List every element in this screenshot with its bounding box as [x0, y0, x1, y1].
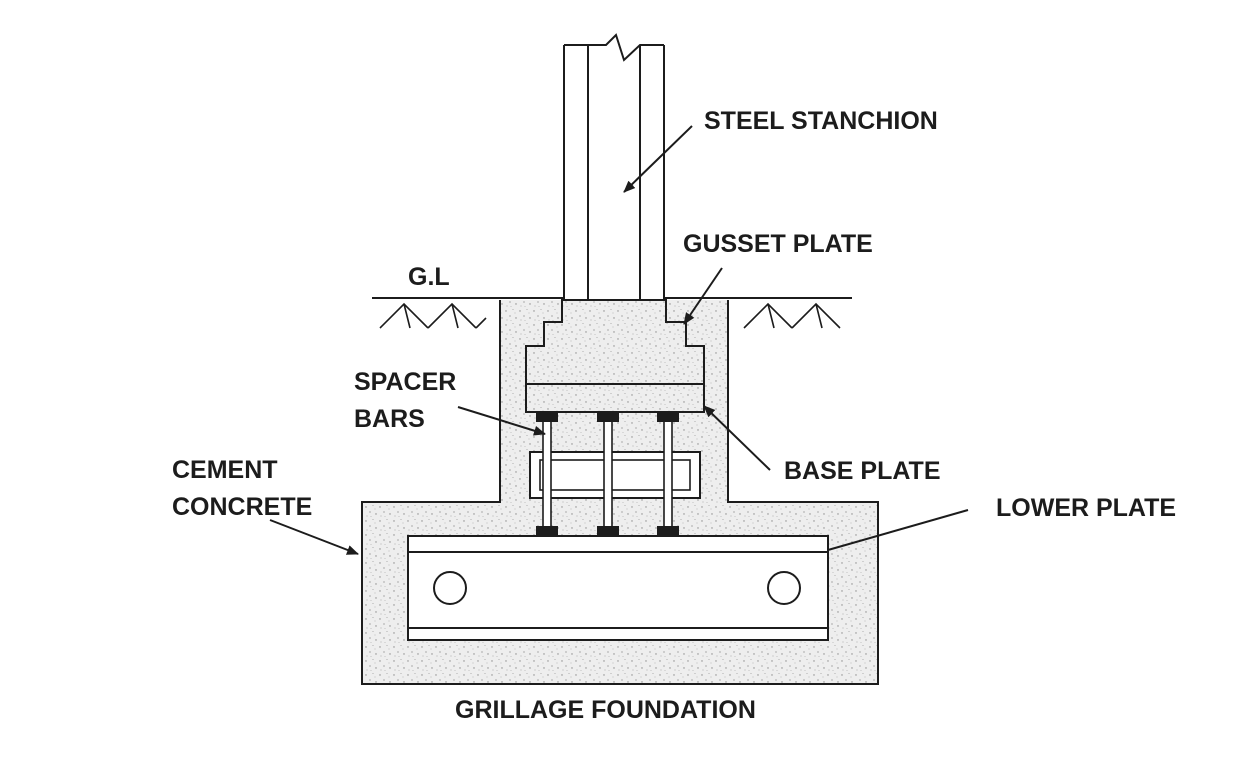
beam-bolt-hole-right [767, 571, 801, 605]
label-cement-concrete-2: CONCRETE [172, 493, 312, 521]
concrete-outline [361, 300, 879, 685]
spacer-frame-inner [539, 459, 691, 491]
leader-lower-plate [827, 509, 969, 551]
label-spacer-bars-1: SPACER [354, 368, 456, 396]
label-ground-level: G.L [408, 263, 450, 291]
beam-bolt-hole-left [433, 571, 467, 605]
label-cement-concrete-1: CEMENT [172, 456, 278, 484]
diagram-title: GRILLAGE FOUNDATION [455, 696, 756, 724]
leader-cement-concrete [269, 519, 359, 555]
label-lower-plate: LOWER PLATE [996, 494, 1176, 522]
steel-stanchion [564, 45, 664, 300]
leader-lines [269, 125, 969, 555]
label-base-plate: BASE PLATE [784, 457, 941, 485]
spacer-frame-outer [529, 451, 701, 499]
label-spacer-bars-2: BARS [354, 405, 425, 433]
ground-hatch-right [743, 302, 841, 329]
label-steel-stanchion: STEEL STANCHION [704, 107, 938, 135]
stanchion-outline [563, 33, 665, 300]
leader-spacer-bars [457, 406, 546, 436]
spacer-bars [536, 412, 679, 536]
ground-hatch-left [379, 302, 487, 329]
label-gusset-plate: GUSSET PLATE [683, 230, 873, 258]
leader-steel-stanchion [623, 125, 693, 193]
grillage-beam [407, 535, 829, 641]
leader-base-plate [703, 405, 771, 471]
leader-gusset-plate [683, 267, 723, 325]
